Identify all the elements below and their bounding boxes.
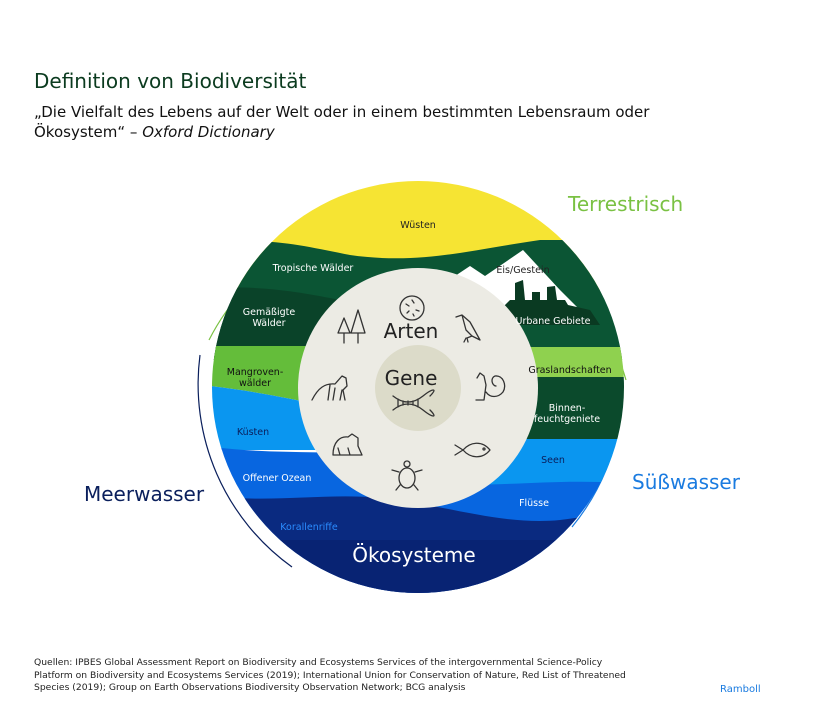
label-inland-wetlands-2: feuchtgeniete [534,414,600,425]
label-temperate-forests-2: Wälder [252,318,285,329]
label-grasslands: Graslandschaften [528,365,611,376]
group-terrestrial: Terrestrisch [567,192,683,216]
group-freshwater: Süßwasser [632,470,741,494]
group-marine: Meerwasser [84,482,205,506]
species-ring-label: Arten [384,319,439,343]
genes-disc [375,345,461,431]
label-deserts: Wüsten [400,220,436,231]
label-tropical-forests: Tropische Wälder [272,263,354,274]
ecosystems-ring-label: Ökosysteme [352,543,475,567]
definition-quote: „Die Vielfalt des Lebens auf der Welt od… [34,102,734,142]
fish-icon [454,442,491,458]
label-rivers: Flüsse [519,498,549,509]
bird-icon [455,314,481,343]
city-silhouette [500,280,600,325]
label-open-ocean: Offener Ozean [243,473,312,484]
label-mangroves-2: wälder [239,378,271,389]
trees-icon [337,309,366,344]
label-coral-reefs: Korallenriffe [280,522,338,533]
turtle-icon [391,460,423,491]
quote-text: „Die Vielfalt des Lebens auf der Welt od… [34,103,650,141]
frog-icon [332,433,363,456]
dna-icon [392,389,435,417]
marine-arc [197,354,293,568]
fox-icon [311,375,348,401]
label-urban: Urbane Gebiete [516,316,591,327]
label-lakes: Seen [541,455,565,466]
label-temperate-forests-1: Gemäßigte [243,307,296,318]
label-inland-wetlands-1: Binnen- [549,403,586,414]
microbe-icon [399,295,425,321]
label-ice-rock: Eis/Gestein [496,265,549,276]
page-title: Definition von Biodiversität [34,69,307,93]
quote-source: Oxford Dictionary [142,123,275,141]
brand-logo: Ramboll [720,684,761,695]
label-mangroves-1: Mangroven- [227,367,284,378]
genes-ring-label: Gene [385,366,438,390]
label-coasts: Küsten [237,427,269,438]
squirrel-icon [475,372,506,401]
sources-note: Quellen: IPBES Global Assessment Report … [34,657,626,693]
